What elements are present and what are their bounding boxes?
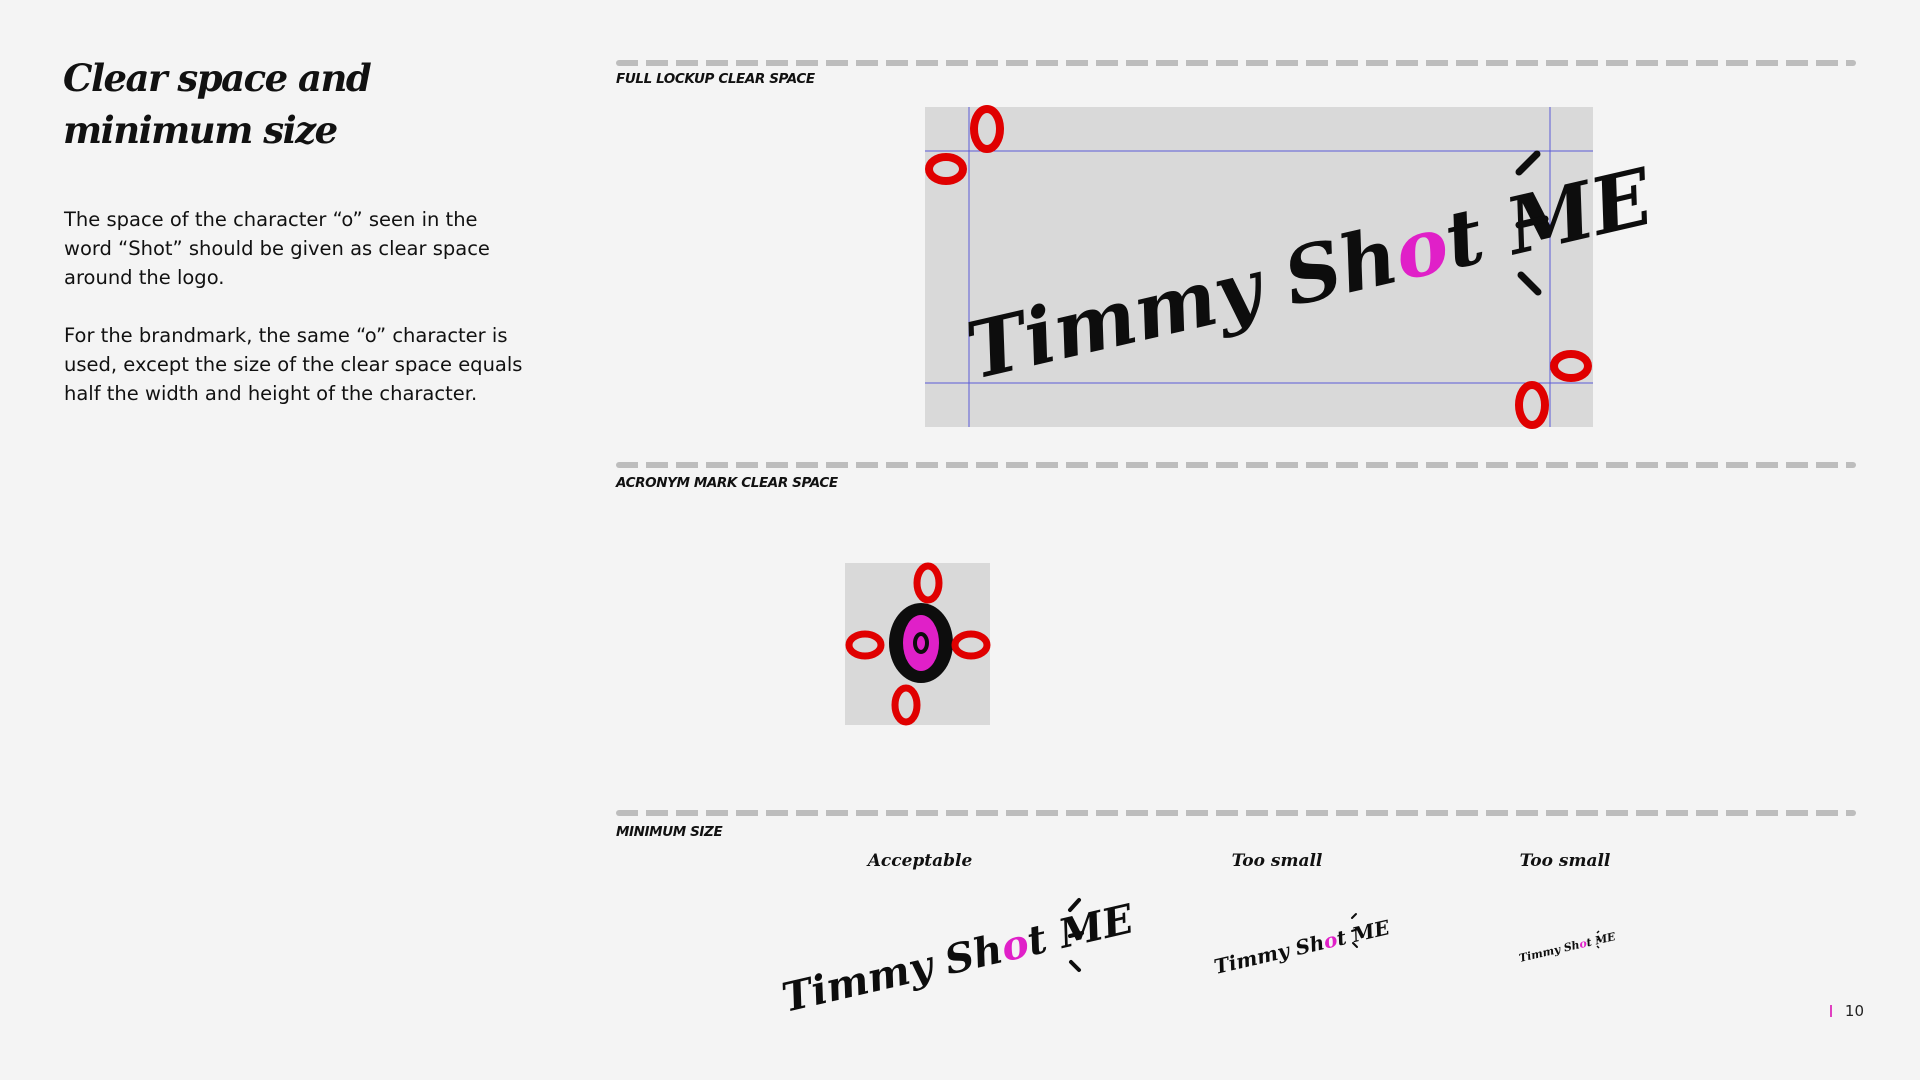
- clear-space-o-marker: [913, 562, 943, 604]
- section-divider: [616, 60, 1856, 66]
- section-divider: [616, 462, 1856, 468]
- size-label-too-small: Too small: [1231, 851, 1323, 871]
- clear-space-o-marker: [925, 153, 967, 185]
- page-title: Clear space and minimum size: [63, 52, 372, 156]
- page-number-accent-bar: [1830, 1005, 1832, 1017]
- logo-too-small-tiny: Timmy Shot ME: [1518, 930, 1618, 965]
- section-divider: [616, 810, 1856, 816]
- clear-space-o-marker: [891, 684, 921, 726]
- burst-mark: [1596, 938, 1601, 941]
- clear-space-o-marker: [1550, 350, 1592, 382]
- full-lockup-panel: Timmy Shot ME: [925, 105, 1662, 429]
- section-label-minimum-size: MINIMUM SIZE: [616, 824, 723, 840]
- burst-mark: [1351, 928, 1359, 932]
- size-label-acceptable: Acceptable: [867, 851, 973, 871]
- full-lockup-diagram: Timmy Shot ME: [925, 105, 1662, 429]
- clear-space-o-marker: [970, 105, 1004, 153]
- logo-too-small-medium: Timmy Shot ME: [1212, 913, 1393, 979]
- page-title-line1: Clear space and: [63, 56, 372, 100]
- section-label-acronym-mark: ACRONYM MARK CLEAR SPACE: [616, 475, 838, 491]
- body-paragraph-brandmark: For the brandmark, the same “o” characte…: [64, 324, 523, 405]
- burst-mark: [1068, 898, 1081, 912]
- logo-acceptable-size: Timmy Shot ME: [778, 895, 1138, 1022]
- page-number: 10: [1844, 1002, 1864, 1020]
- acronym-mark-center: [913, 632, 929, 654]
- svg-text:Timmy Shot ME: Timmy Shot ME: [778, 895, 1138, 1022]
- burst-mark: [1515, 215, 1549, 229]
- size-label-too-small: Too small: [1519, 851, 1611, 871]
- body-paragraph-clear-space: The space of the character “o” seen in t…: [64, 208, 490, 289]
- clear-space-o-marker: [1515, 381, 1549, 429]
- burst-mark: [1596, 930, 1600, 934]
- acronym-mark-panel: [845, 562, 991, 726]
- svg-text:Timmy Shot ME: Timmy Shot ME: [1212, 915, 1393, 979]
- section-label-full-lockup: FULL LOCKUP CLEAR SPACE: [616, 71, 815, 87]
- burst-mark: [1068, 931, 1084, 938]
- clear-space-o-marker: [951, 630, 991, 660]
- svg-text:Timmy Shot ME: Timmy Shot ME: [1518, 930, 1618, 965]
- burst-mark: [1352, 942, 1358, 948]
- burst-mark: [1069, 960, 1081, 972]
- clear-space-o-marker: [845, 630, 885, 660]
- burst-mark: [1517, 271, 1542, 296]
- burst-mark: [1351, 913, 1357, 919]
- burst-mark: [1515, 150, 1541, 176]
- page-title-line2: minimum size: [63, 108, 338, 152]
- burst-mark: [1596, 945, 1600, 949]
- acronym-mark-pink: [903, 615, 939, 671]
- acronym-mark-diagram: [845, 562, 991, 726]
